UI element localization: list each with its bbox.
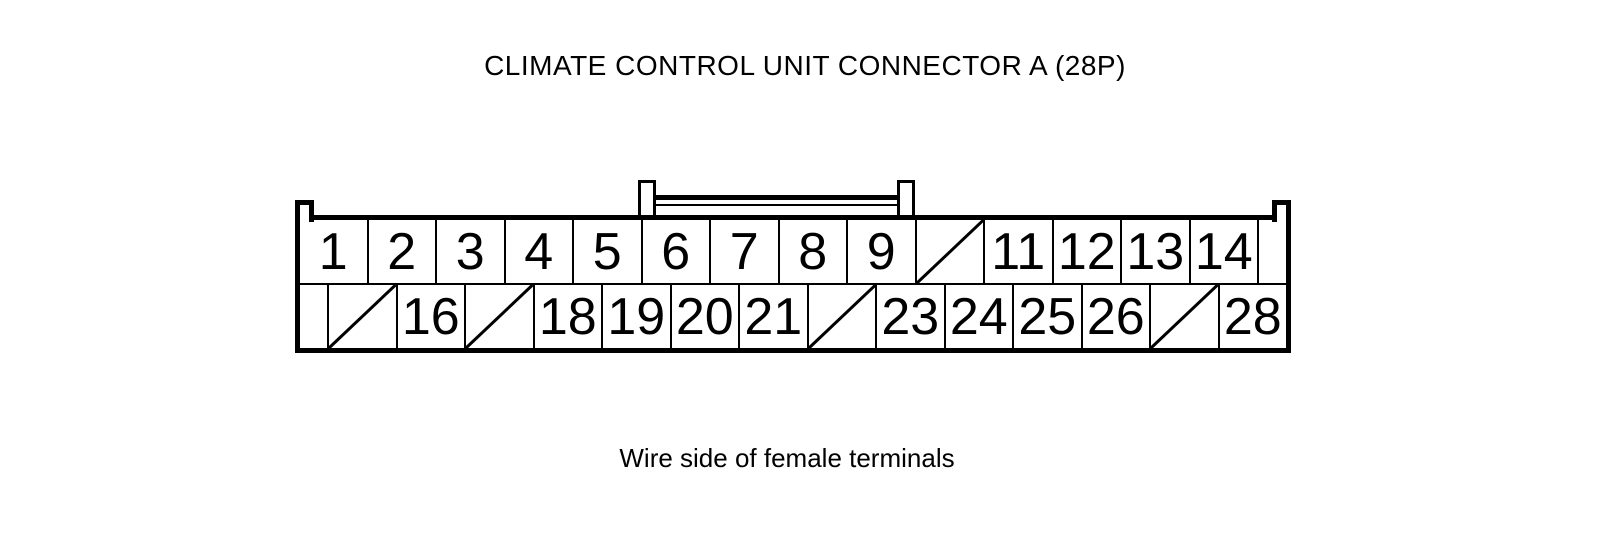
pin-cell-8: 8 (780, 220, 848, 283)
pin-cell-14: 14 (1191, 220, 1259, 283)
pin-cell-18: 18 (535, 285, 603, 348)
blocked-pin-cell-22 (809, 285, 877, 348)
connector-lock-tab-stub-right (897, 180, 915, 215)
top-row-end-spacer (1259, 220, 1286, 283)
blocked-pin-cell-15 (329, 285, 398, 348)
pin-cell-3: 3 (437, 220, 506, 283)
slash-icon (466, 285, 533, 348)
connector-lock-tab-bar (654, 195, 899, 206)
pin-cell-21: 21 (740, 285, 809, 348)
pin-cell-11: 11 (985, 220, 1054, 283)
pin-cell-26: 26 (1083, 285, 1151, 348)
blocked-pin-cell-10 (917, 220, 985, 283)
diagram-title: CLIMATE CONTROL UNIT CONNECTOR A (28P) (484, 50, 1126, 81)
slash-icon (329, 285, 396, 348)
pin-cell-2: 2 (369, 220, 437, 283)
slash-icon (1151, 285, 1218, 348)
pin-cell-12: 12 (1054, 220, 1122, 283)
bottom-row-start-spacer (300, 285, 329, 348)
caption: Wire side of female terminals (619, 443, 955, 473)
pin-cell-19: 19 (603, 285, 672, 348)
pin-cell-4: 4 (506, 220, 574, 283)
pin-cell-6: 6 (643, 220, 711, 283)
pin-cell-13: 13 (1122, 220, 1191, 283)
pin-cell-7: 7 (711, 220, 780, 283)
connector-end-lip-right (1272, 200, 1291, 222)
blocked-pin-cell-17 (466, 285, 535, 348)
pin-cell-16: 16 (398, 285, 466, 348)
pin-cell-23: 23 (877, 285, 946, 348)
pin-cell-28: 28 (1223, 287, 1282, 346)
connector-lock-tab-stub-left (638, 180, 656, 215)
connector-end-lip-left (295, 200, 314, 222)
pin-cell-24: 24 (946, 285, 1014, 348)
slash-icon (917, 220, 984, 283)
blocked-pin-cell-27 (1151, 285, 1220, 348)
pin-cell-20: 20 (672, 285, 740, 348)
pin-cell-25: 25 (1014, 285, 1083, 348)
pin-cell-1: 1 (300, 220, 369, 283)
pin-cell-9: 9 (848, 220, 917, 283)
pin-cell-5: 5 (574, 220, 643, 283)
slash-icon (809, 285, 876, 348)
